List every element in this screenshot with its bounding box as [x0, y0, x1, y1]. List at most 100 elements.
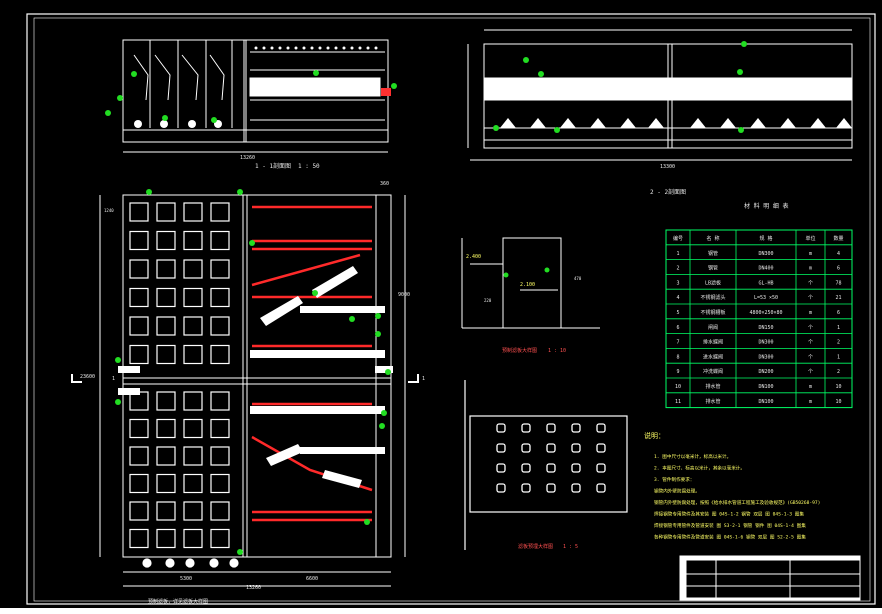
plate-hole: [571, 483, 581, 493]
bottom-valve: [142, 558, 152, 568]
bottom-valve: [229, 558, 239, 568]
table-cell: 个: [808, 280, 813, 286]
filter-cell: [129, 259, 149, 279]
plate-hole: [546, 443, 556, 453]
filter-cell: [210, 391, 230, 411]
filter-cell: [129, 316, 149, 336]
top-left-markers: [105, 70, 397, 123]
table-header-cell: 名 称: [706, 235, 719, 242]
table-cell: 2: [837, 369, 840, 375]
detail-scale: 1 : 10: [548, 348, 566, 354]
table-cell: DN300: [758, 340, 773, 346]
table-cell: 个: [808, 325, 813, 331]
detail-caption: 预制滤板大样图: [502, 347, 537, 354]
table-cell: 进水蝶阀: [703, 353, 723, 360]
filter-cell: [210, 446, 230, 466]
table-cell: DN150: [758, 325, 773, 331]
plate-hole: [546, 423, 556, 433]
filter-cell: [210, 344, 230, 365]
plate-hole: [521, 463, 531, 473]
note-line: 焊接钢管专用管件及其安装 图 04S-1-2 钢管 双层 图 04S-1-3 图…: [654, 511, 804, 518]
filter-cell: [129, 473, 149, 494]
filter-cell: [210, 316, 230, 336]
table-cell: 11: [675, 399, 681, 405]
drawing-frame: [26, 13, 876, 605]
table-header-cell: 单位: [805, 235, 815, 242]
table-cell: 5: [676, 310, 679, 316]
plan-seg-left-dim: 5300: [180, 576, 192, 582]
table-cell: LB滤板: [705, 279, 721, 286]
filter-cell: [129, 202, 149, 222]
filter-plate-holes: [496, 423, 606, 493]
plan-top-dim: 360: [380, 181, 389, 187]
plan-right-side-dim: 9000: [398, 292, 410, 298]
note-line: 焊接钢管专用管件及管道安装 图 S3-2-1 钢管 钢件 图 04S-1-4 图…: [654, 522, 806, 529]
filter-cell: [129, 344, 149, 365]
table-cell: 3: [676, 280, 679, 286]
table-cell: m: [809, 310, 812, 316]
plate-hole: [596, 423, 606, 433]
plate-hole: [571, 463, 581, 473]
filter-cell: [183, 230, 203, 251]
top-left-dim: 13260: [240, 155, 255, 161]
filter-cell: [156, 344, 176, 365]
table-cell: DN400: [758, 266, 773, 272]
filter-cell: [183, 528, 203, 549]
plate-hole: [546, 463, 556, 473]
plan-filter-grid: [129, 202, 239, 568]
detail-h1: 220: [484, 298, 492, 303]
table-cell: 2: [837, 340, 840, 346]
top-right-triangles: [500, 118, 852, 128]
filter-detail-scale: 1 : 5: [563, 544, 578, 550]
filter-cell: [183, 202, 203, 222]
table-cell: DN300: [758, 251, 773, 257]
filter-cell: [210, 473, 230, 494]
table-cell: 9: [676, 369, 679, 375]
table-cell: 6: [676, 325, 679, 331]
bottom-valve: [165, 558, 175, 568]
note-line: 3. 管件制作要求：: [654, 476, 694, 483]
filter-cell: [156, 287, 176, 308]
plate-hole: [496, 483, 506, 493]
filter-plate-detail: [464, 380, 628, 550]
plate-hole: [546, 483, 556, 493]
filter-cell: [183, 391, 203, 411]
plate-hole: [521, 423, 531, 433]
bottom-valve: [185, 558, 195, 568]
filter-cell: [156, 473, 176, 494]
filter-cell: [156, 501, 176, 521]
table-cell: DN200: [758, 369, 773, 375]
table-cell: 10: [835, 384, 841, 390]
table-title: 材 料 明 细 表: [744, 202, 788, 210]
table-cell: DN300: [758, 354, 773, 360]
table-cell: 个: [808, 369, 813, 375]
filter-cell: [210, 259, 230, 279]
detail-elevation-2: 2.100: [520, 282, 535, 288]
filter-cell: [156, 316, 176, 336]
top-view-caption: 1 - 1剖面图: [255, 162, 291, 170]
filter-cell: [183, 501, 203, 521]
table-cell: 4800×250×80: [749, 310, 782, 316]
filter-cell: [156, 528, 176, 549]
plan-row-dim: 1240: [104, 208, 114, 213]
table-cell: 6: [837, 266, 840, 272]
filter-cell: [183, 316, 203, 336]
table-cell: 10: [675, 384, 681, 390]
table-header-cell: 数量: [833, 235, 843, 242]
table-cell: 6: [837, 310, 840, 316]
plate-hole: [571, 443, 581, 453]
top-left-filter-dots: [134, 46, 378, 128]
filter-cell: [129, 446, 149, 466]
plate-hole: [571, 423, 581, 433]
plate-hole: [496, 423, 506, 433]
note-line: 钢管内外壁防腐处理，按照《给水排水管道工程施工及验收规范》(GB50268-97…: [654, 499, 820, 506]
plate-hole: [496, 443, 506, 453]
filter-cell: [183, 446, 203, 466]
plan-caption: 预制滤板，详见滤板大样图: [148, 598, 208, 605]
filter-cell: [210, 287, 230, 308]
note-line: 钢管内外壁防腐处理。: [654, 488, 700, 495]
plate-hole: [596, 483, 606, 493]
table-cell: 4: [676, 295, 679, 301]
table-cell: 2: [676, 266, 679, 272]
